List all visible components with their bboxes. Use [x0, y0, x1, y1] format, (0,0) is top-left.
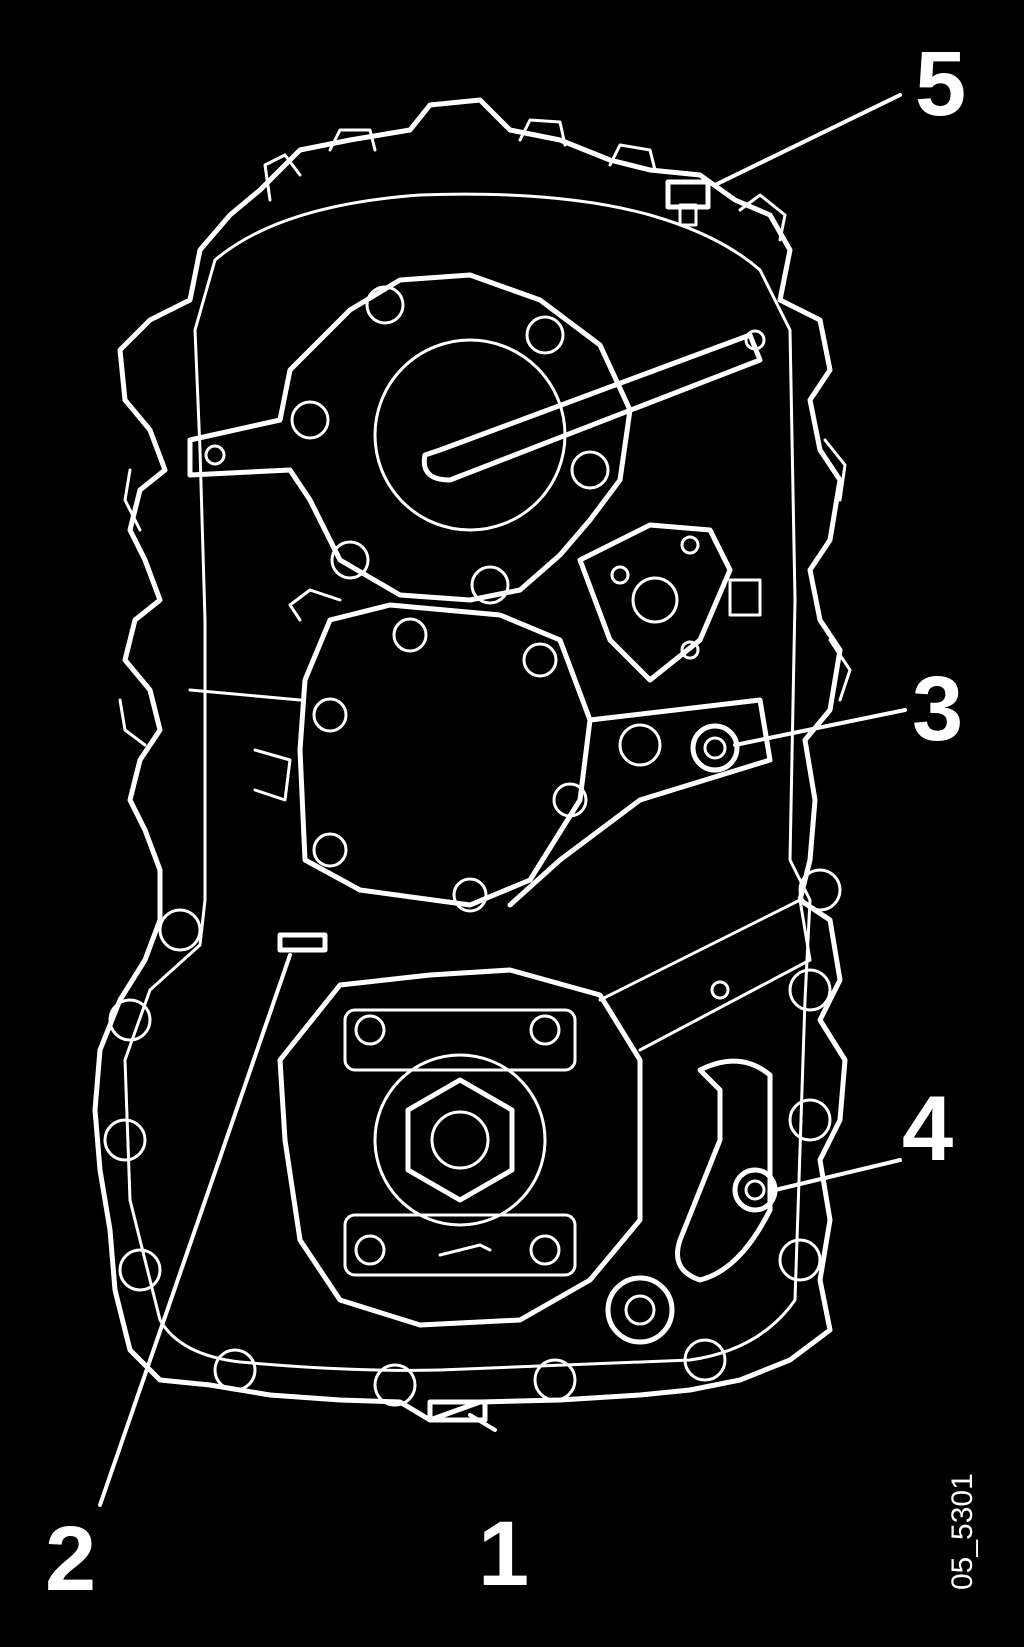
breather-5	[665, 179, 711, 227]
middle-octagonal-cover	[188, 588, 593, 913]
leader-line-2	[98, 953, 292, 1507]
callout-2: 2	[45, 1508, 96, 1610]
small-triangular-cover	[577, 522, 762, 683]
callout-5: 5	[915, 33, 966, 135]
callout-3: 3	[912, 658, 963, 760]
upper-shift-cover	[187, 272, 766, 603]
callout-4: 4	[902, 1078, 953, 1180]
plug-1	[427, 1399, 488, 1423]
plug-3-bracket	[507, 697, 773, 908]
housing-outer-outline	[92, 97, 852, 1423]
lower-right-plate	[598, 898, 812, 1345]
callout-1: 1	[478, 1503, 529, 1605]
leader-line-4	[773, 1158, 902, 1192]
leader-line-1	[468, 1413, 497, 1432]
plug-2	[277, 932, 328, 953]
perimeter-bolt-holes	[103, 285, 842, 1407]
output-flange	[277, 967, 643, 1328]
figure-id: 05_5301	[946, 1473, 979, 1590]
leader-line-5	[713, 93, 902, 187]
leader-line-3	[733, 708, 907, 747]
